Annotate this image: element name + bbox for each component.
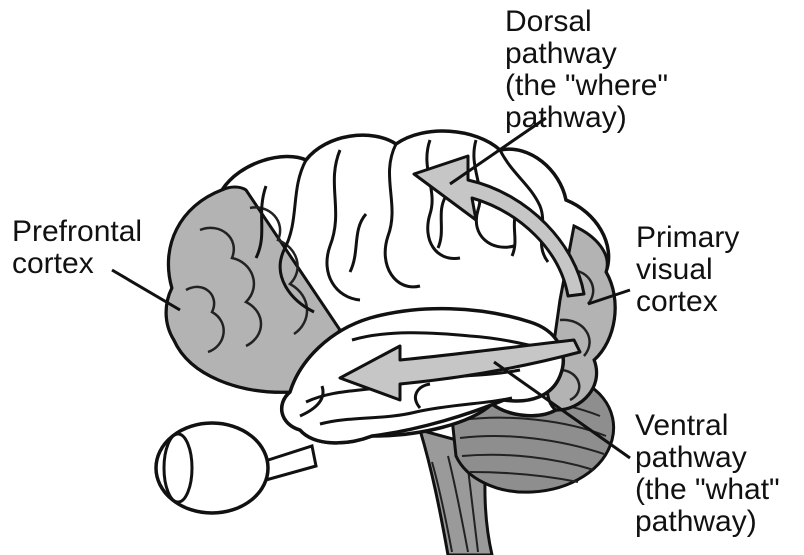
dorsal-pathway-label: Dorsal pathway (the "where" pathway) [505,6,668,134]
visual-label-line-1: Primary [636,222,739,254]
dorsal-label-line-4: pathway) [505,102,668,134]
primary-visual-cortex-label: Primary visual cortex [636,222,739,318]
dorsal-label-line-1: Dorsal [505,6,668,38]
eye-lens [164,434,192,502]
prefrontal-label-line-1: Prefrontal [12,216,142,248]
ventral-label-line-1: Ventral [635,410,780,442]
ventral-label-line-2: pathway [635,442,780,474]
visual-label-line-2: visual [636,254,739,286]
ventral-pathway-label: Ventral pathway (the "what" pathway) [635,410,780,538]
dorsal-label-line-3: (the "where" [505,70,668,102]
ventral-label-line-4: pathway) [635,506,780,538]
prefrontal-label-line-2: cortex [12,248,142,280]
optic-nerve [262,446,316,480]
dorsal-label-line-2: pathway [505,38,668,70]
eye [156,423,316,513]
ventral-label-line-3: (the "what" [635,474,780,506]
visual-label-line-3: cortex [636,286,739,318]
prefrontal-cortex-label: Prefrontal cortex [12,216,142,280]
